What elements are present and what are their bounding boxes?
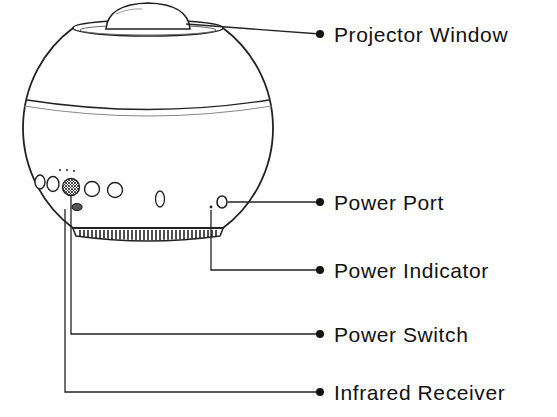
power-indicator xyxy=(210,206,213,209)
vent-slot xyxy=(123,230,125,240)
vent-slot xyxy=(151,230,153,240)
part-label: Power Indicator xyxy=(334,260,489,281)
part-label: Power Port xyxy=(334,192,444,213)
dome-highlight xyxy=(116,9,142,14)
part-label: Infrared Receiver xyxy=(334,382,505,403)
vent-slot xyxy=(187,230,189,239)
vent-slot xyxy=(135,230,137,240)
button xyxy=(85,182,100,197)
vent-slot xyxy=(191,230,193,239)
vent-slot xyxy=(155,230,157,240)
vent-slot xyxy=(111,230,113,239)
vent-slot xyxy=(91,230,93,238)
vent-slot xyxy=(175,230,177,239)
vent-slot xyxy=(115,230,117,239)
vent-slot xyxy=(103,230,105,239)
vent-slot xyxy=(79,230,81,236)
vent-slot xyxy=(127,230,129,240)
dot xyxy=(66,169,68,171)
vent-slot xyxy=(163,230,165,240)
vent-slot xyxy=(107,230,109,239)
vent-slot xyxy=(143,230,145,240)
vent-slot xyxy=(119,230,121,239)
vent-slot xyxy=(159,230,161,240)
projector-dome xyxy=(106,3,190,29)
power-port xyxy=(217,196,227,208)
button xyxy=(108,183,123,198)
vent-slot xyxy=(95,230,97,238)
vent-slot xyxy=(203,230,205,238)
part-label: Power Switch xyxy=(334,324,468,345)
vent-slot xyxy=(207,230,209,237)
vent-slot xyxy=(199,230,201,238)
vent-slot xyxy=(147,230,149,240)
vent-slot xyxy=(183,230,185,239)
vents xyxy=(80,230,216,240)
housing xyxy=(23,28,273,228)
button xyxy=(35,175,45,189)
button xyxy=(47,177,59,192)
vent-slot xyxy=(179,230,181,239)
vent-slot xyxy=(195,230,197,238)
vent-slot xyxy=(87,230,89,237)
dot xyxy=(59,169,61,171)
vent-slot xyxy=(99,230,101,238)
band-line xyxy=(24,106,272,116)
vent-slot xyxy=(171,230,173,240)
leader-lines xyxy=(65,24,320,392)
slot xyxy=(156,191,165,207)
vent-slot xyxy=(131,230,133,240)
dot xyxy=(73,170,75,172)
vent-slot xyxy=(139,230,141,240)
vent-slot xyxy=(167,230,169,240)
infrared-receiver xyxy=(72,204,82,211)
power-switch xyxy=(63,179,80,196)
vent-slot xyxy=(215,230,217,236)
part-label: Projector Window xyxy=(334,24,508,45)
leader-dots xyxy=(316,30,324,396)
band-line xyxy=(27,100,269,110)
vent-slot xyxy=(83,230,85,237)
